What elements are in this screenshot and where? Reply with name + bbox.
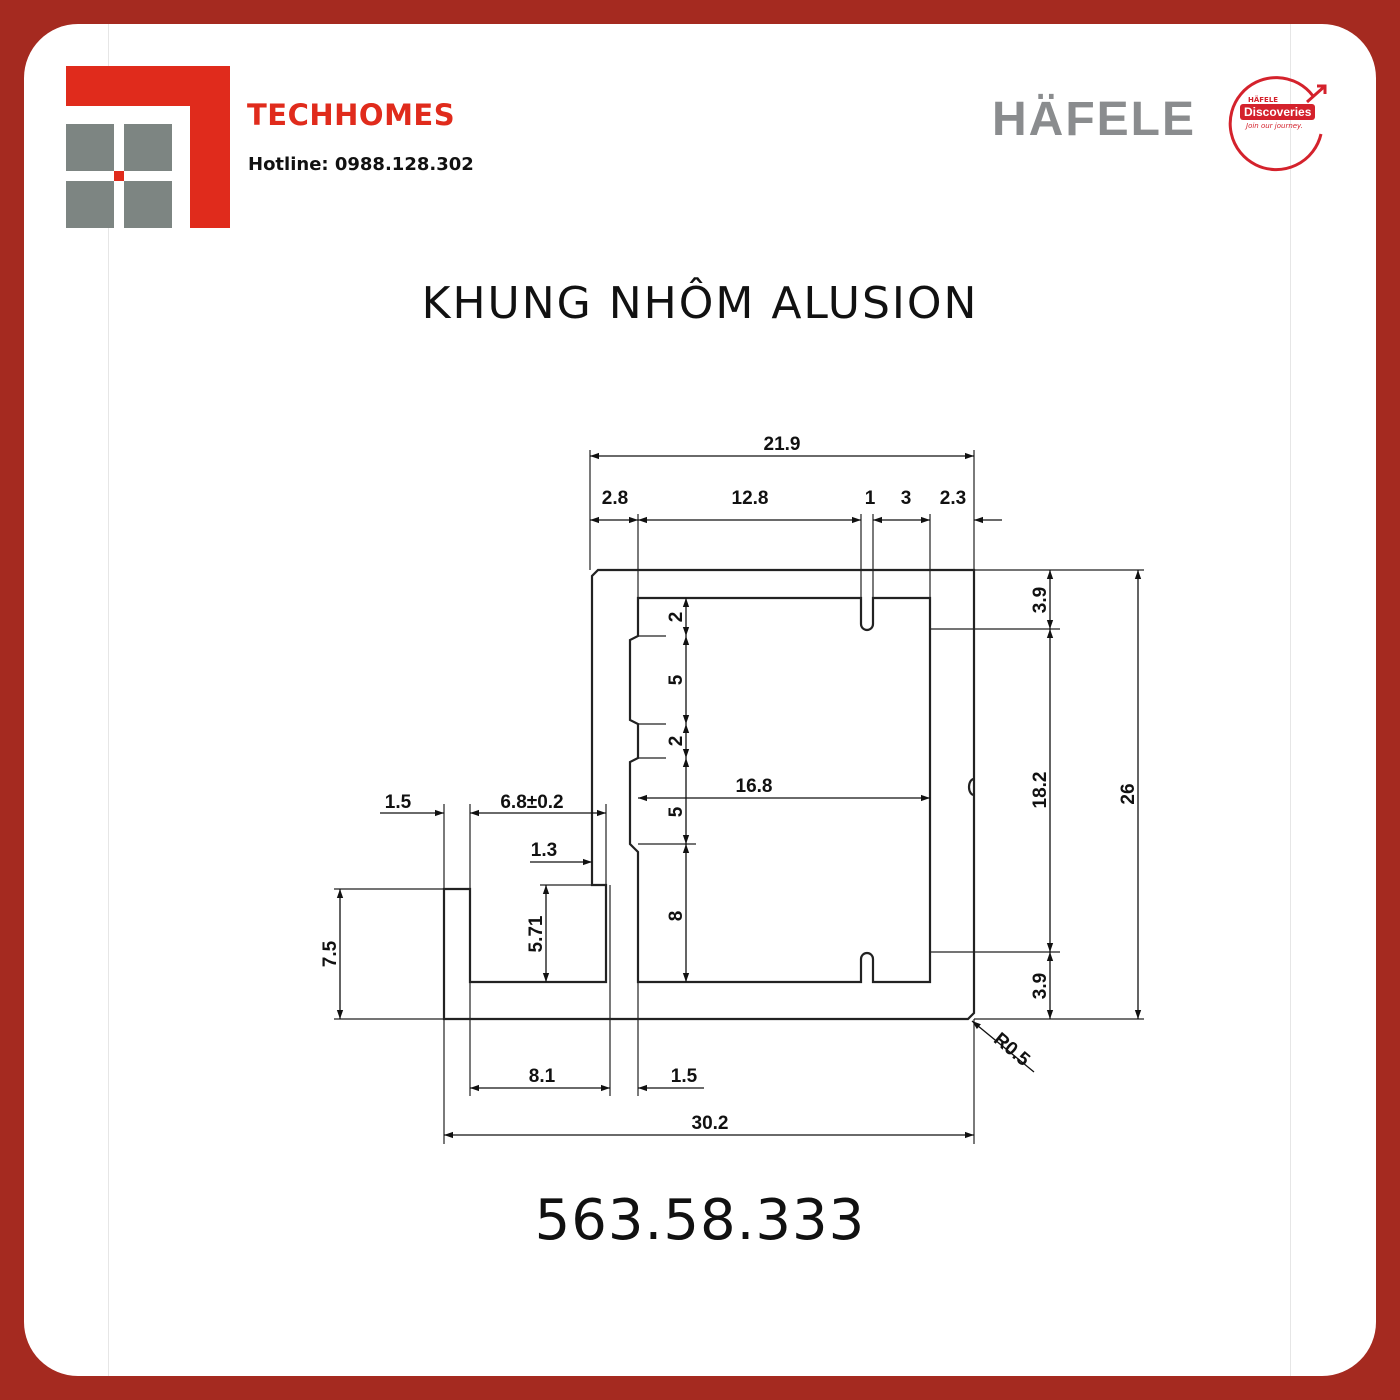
dim-16-8: 16.8 <box>736 776 773 797</box>
dim-2-8: 2.8 <box>602 488 628 509</box>
dim-1-5-top: 1.5 <box>385 792 412 813</box>
dim-radius: R0.5 <box>989 1029 1034 1071</box>
brand-name: TECHHOMES <box>247 98 456 132</box>
dim-21-9: 21.9 <box>764 434 801 455</box>
dim-7-5: 7.5 <box>320 940 341 967</box>
extension-lines <box>334 450 1144 1144</box>
dim-3-9-bottom: 3.9 <box>1030 973 1051 999</box>
dimension-lines <box>336 452 1142 1139</box>
guide-line-left <box>108 24 109 1376</box>
dim-30-2: 30.2 <box>692 1113 729 1134</box>
dim-5-71: 5.71 <box>526 915 547 952</box>
badge-brand: HÄFELE <box>1248 96 1279 104</box>
dim-5-b: 5 <box>666 806 687 817</box>
dim-1-5-bottom: 1.5 <box>671 1066 698 1087</box>
product-code: 563.58.333 <box>534 1188 866 1253</box>
page-title: KHUNG NHÔM ALUSION <box>421 278 979 329</box>
hafele-logo: HÄFELE <box>992 93 1196 146</box>
dim-line-radius <box>971 1020 1035 1073</box>
dim-1: 1 <box>865 488 876 509</box>
dim-5-a: 5 <box>666 674 687 685</box>
dim-3-9-top: 3.9 <box>1030 587 1051 613</box>
dim-2-a: 2 <box>666 612 687 623</box>
dim-8-1: 8.1 <box>529 1066 556 1087</box>
profile-drawing: 21.9 2.8 12.8 1 3 2.3 3.9 18.2 3.9 26 R0… <box>320 434 1144 1144</box>
dim-12-8: 12.8 <box>732 488 769 509</box>
product-card: TECHHOMES Hotline: 0988.128.302 HÄFELE H… <box>24 24 1376 1376</box>
hotline-text: Hotline: 0988.128.302 <box>248 154 474 175</box>
dim-18-2: 18.2 <box>1030 772 1051 809</box>
dim-26: 26 <box>1118 783 1139 804</box>
discoveries-badge-icon <box>1228 76 1327 172</box>
dim-8: 8 <box>666 911 687 922</box>
guide-line-right <box>1290 24 1291 1376</box>
dim-3: 3 <box>901 488 912 509</box>
dim-2-3: 2.3 <box>940 488 966 509</box>
techhomes-logo-icon <box>66 66 230 228</box>
badge-title: Discoveries <box>1240 104 1316 120</box>
dim-1-3: 1.3 <box>531 840 557 861</box>
dim-2-b: 2 <box>666 736 687 747</box>
dim-6-8: 6.8±0.2 <box>500 792 563 813</box>
badge-subtitle: Join our journey. <box>1246 122 1303 130</box>
